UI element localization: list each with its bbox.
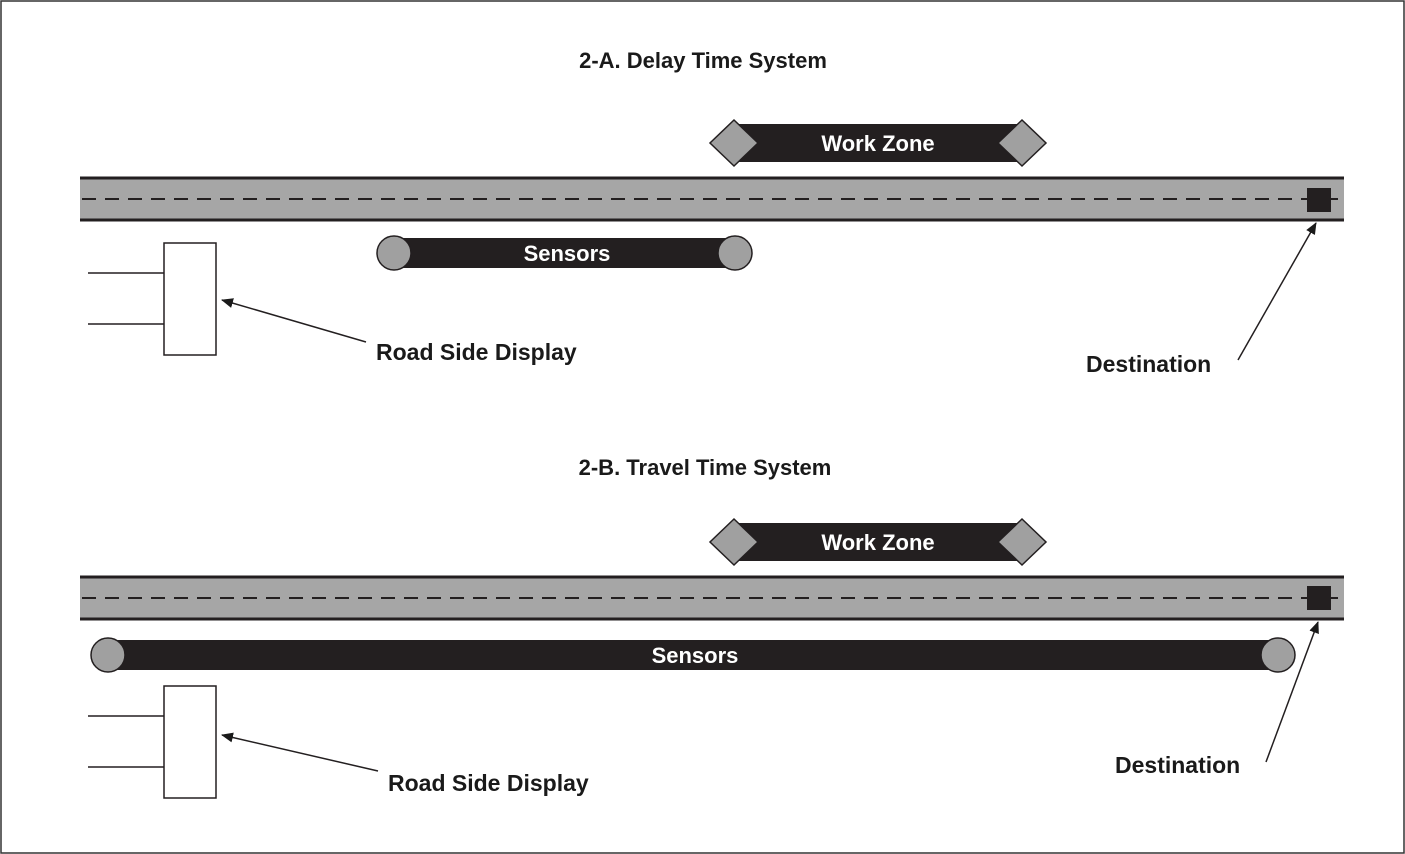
destination-label: Destination [1086,351,1211,377]
work-zone-left-diamond [708,118,760,168]
work-zone-left-diamond [708,517,760,567]
panel-delay-time-system: 2-A. Delay Time System Work Zone Sensors [80,48,1344,377]
sensor-left-node [376,235,412,271]
panel-b-title: 2-B. Travel Time System [579,455,832,480]
work-zone-a: Work Zone [708,118,1048,168]
road-side-display-b: Road Side Display [88,685,589,799]
sensor-left-node [90,637,126,673]
sensors-a: Sensors [376,235,753,271]
work-zone-right-diamond [996,118,1048,168]
road-side-display-label: Road Side Display [388,770,589,796]
destination-callout-arrow [1265,621,1319,763]
sensors-bar [394,238,736,268]
display-panel [163,685,217,799]
work-zone-b: Work Zone [708,517,1048,567]
road-side-display-a: Road Side Display [88,242,577,365]
display-callout-arrow [221,298,367,343]
work-zone-bar [732,124,1024,162]
work-zone-label: Work Zone [821,131,934,156]
panel-travel-time-system: 2-B. Travel Time System Work Zone Sensor… [80,455,1344,799]
road-a [80,176,1344,222]
sensor-right-node [717,235,753,271]
work-zone-right-diamond [996,517,1048,567]
destination-marker [1307,586,1331,610]
display-callout-arrow [221,732,379,772]
sensors-label: Sensors [652,643,739,668]
work-zone-bar [732,523,1024,561]
road-side-display-label: Road Side Display [376,339,577,365]
display-panel [163,242,217,356]
sensors-b: Sensors [90,637,1296,673]
destination-callout-arrow [1237,222,1317,361]
destination-label: Destination [1115,752,1240,778]
road-b [80,575,1344,621]
destination-marker [1307,188,1331,212]
sensor-right-node [1260,637,1296,673]
work-zone-label: Work Zone [821,530,934,555]
panel-a-title: 2-A. Delay Time System [579,48,827,73]
destination-callout-b: Destination [1115,621,1319,778]
sensors-label: Sensors [524,241,611,266]
destination-callout-a: Destination [1086,222,1317,377]
sensors-bar [108,640,1278,670]
